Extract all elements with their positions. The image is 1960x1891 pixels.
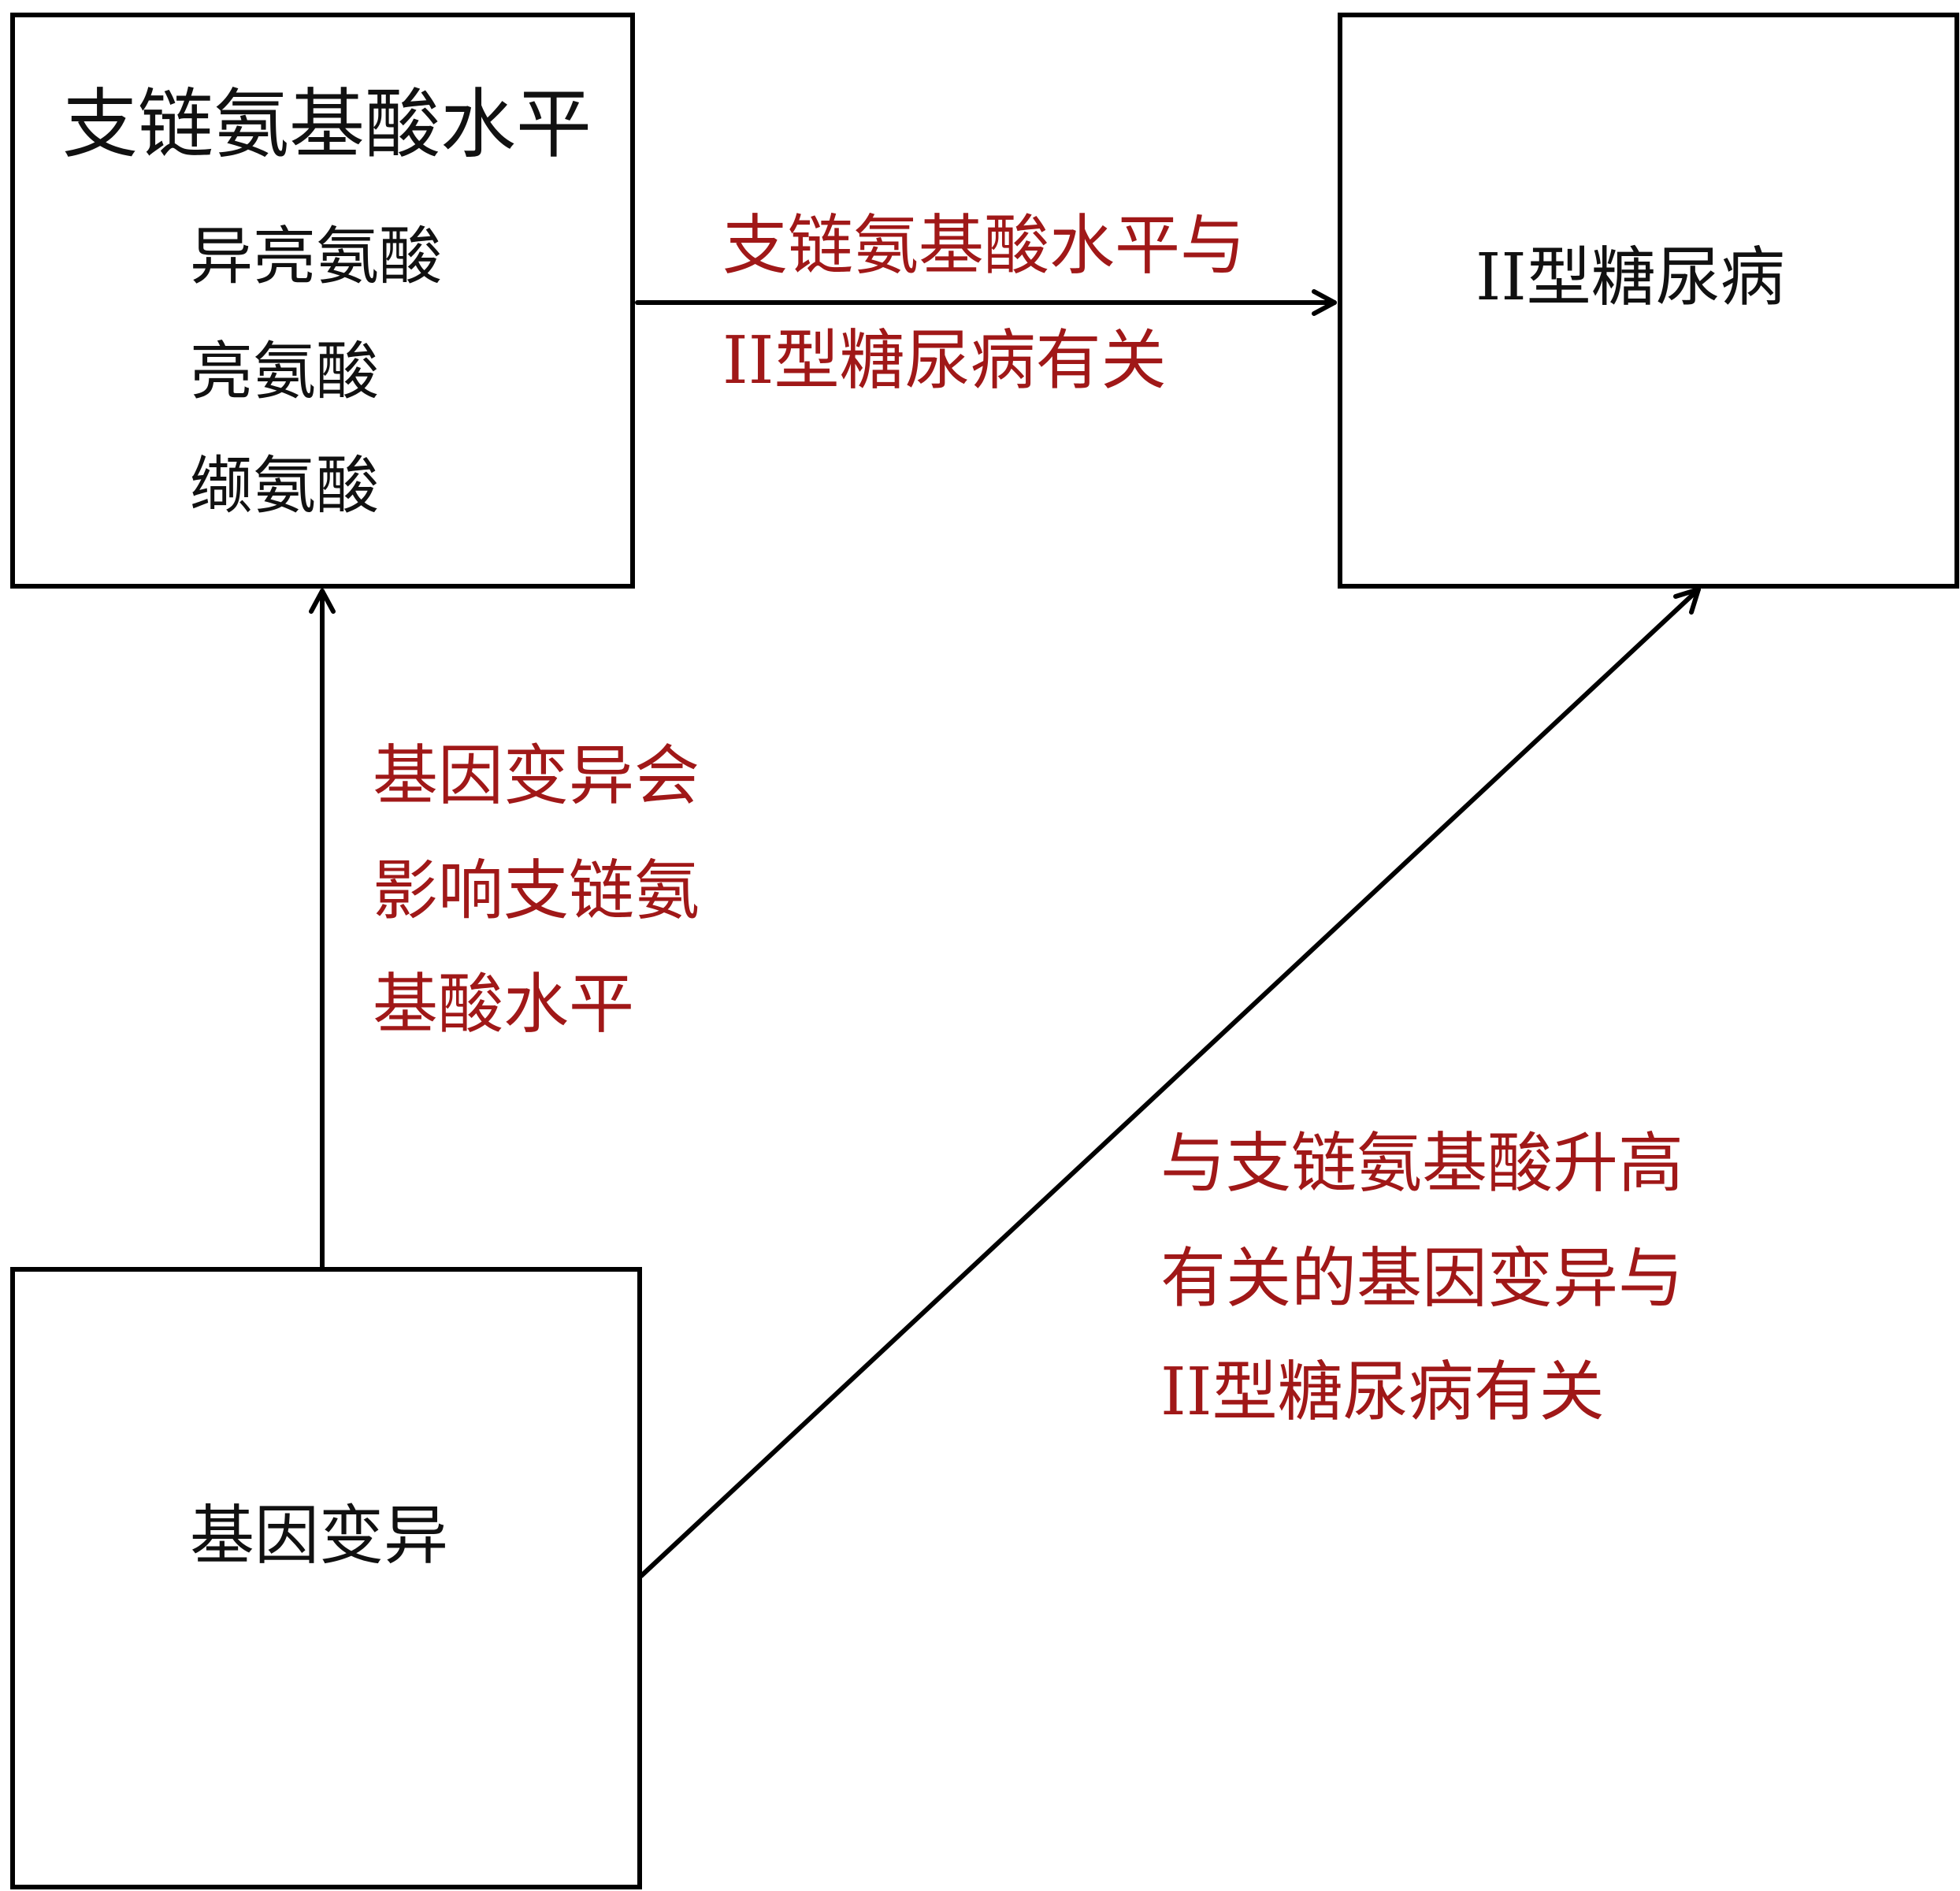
node-gene-variant bbox=[10, 1267, 642, 1889]
arrowhead-gene-to-t2d bbox=[1673, 587, 1701, 615]
edge-label-gene-t2d-line3: II型糖尿病有关 bbox=[1160, 1354, 1605, 1430]
edge-label-bcaa-t2d-line1: 支链氨基酸水平与 bbox=[722, 207, 1245, 284]
bcaa-item-isoleucine: 异亮氨酸 bbox=[190, 220, 442, 293]
gene-label: 基因变异 bbox=[190, 1499, 449, 1573]
arrow-gene-to-t2d bbox=[639, 587, 1701, 1578]
edge-label-gene-bcaa-line3: 基酸水平 bbox=[373, 966, 634, 1042]
node-bcaa-level bbox=[10, 13, 635, 589]
edge-label-gene-bcaa-line1: 基因变异会 bbox=[373, 737, 700, 814]
bcaa-item-leucine: 亮氨酸 bbox=[190, 335, 379, 408]
edge-label-gene-bcaa-line2: 影响支链氨 bbox=[373, 853, 700, 929]
arrowhead-gene-to-bcaa bbox=[309, 589, 336, 614]
arrowhead-bcaa-to-t2d bbox=[1312, 289, 1337, 316]
bcaa-item-valine: 缬氨酸 bbox=[190, 449, 379, 522]
edge-label-gene-t2d-line1: 与支链氨基酸升高 bbox=[1160, 1125, 1683, 1202]
node-type2-diabetes bbox=[1338, 13, 1959, 589]
t2d-label: II型糖尿病 bbox=[1476, 240, 1785, 315]
edge-label-gene-t2d-line2: 有关的基因变异与 bbox=[1160, 1240, 1683, 1317]
edge-label-bcaa-t2d-line2: II型糖尿病有关 bbox=[722, 322, 1167, 399]
bcaa-title: 支链氨基酸水平 bbox=[62, 80, 592, 169]
